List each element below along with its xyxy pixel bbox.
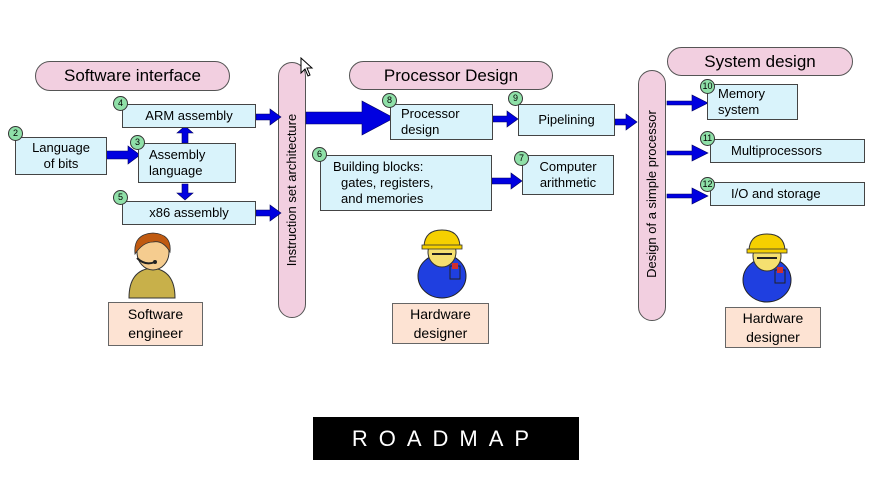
node-11-line-1: Multiprocessors xyxy=(731,143,823,158)
node-2-line-1: Language xyxy=(32,140,90,155)
node-6-line-1: Building blocks: xyxy=(333,159,424,174)
hardware-designer-icon-1 xyxy=(417,229,467,299)
mouse-cursor-icon xyxy=(300,57,314,77)
node-3-line-2: language xyxy=(149,163,203,178)
badge-8: 8 xyxy=(382,93,397,108)
node-7-line-2: arithmetic xyxy=(539,175,597,190)
node-pipelining: Pipelining xyxy=(518,104,615,136)
node-arm-assembly: ARM assembly xyxy=(122,104,256,128)
badge-7: 7 xyxy=(514,151,529,166)
node-io-storage: I/O and storage xyxy=(710,182,865,206)
node-building-blocks: Building blocks: gates, registers, and m… xyxy=(320,155,492,211)
software-role-line-2: engineer xyxy=(128,325,183,341)
arrow-8-to-9 xyxy=(492,110,519,128)
hardware1-role-line-1: Hardware xyxy=(410,305,471,322)
node-5-line-1: x86 assembly xyxy=(149,205,229,220)
badge-2: 2 xyxy=(8,126,23,141)
node-multiprocessors: Multiprocessors xyxy=(710,139,865,163)
arrow-sp-to-11 xyxy=(666,144,709,162)
node-10-line-1: Memory xyxy=(718,86,765,101)
software-interface-header: Software interface xyxy=(35,61,230,91)
hardware-designer-label-2: Hardware designer xyxy=(725,307,821,348)
processor-design-header: Processor Design xyxy=(349,61,553,90)
arrow-2-to-3 xyxy=(105,145,141,165)
arrow-5-to-isa xyxy=(255,204,282,222)
software-engineer-icon xyxy=(128,232,176,299)
hardware-designer-icon-2 xyxy=(742,233,792,303)
arrow-3-to-4 xyxy=(176,125,194,144)
badge-4: 4 xyxy=(113,96,128,111)
badge-10: 10 xyxy=(700,79,715,94)
software-role-line-1: Software xyxy=(127,306,184,322)
node-7-line-1: Computer xyxy=(539,159,597,174)
node-x86-assembly: x86 assembly xyxy=(122,201,256,225)
node-6-line-2: gates, registers, xyxy=(341,175,434,190)
arrow-9-to-sp xyxy=(614,113,638,131)
arrow-isa-to-8 xyxy=(305,100,395,136)
node-9-line-1: Pipelining xyxy=(538,112,595,127)
node-3-line-1: Assembly xyxy=(149,147,206,162)
software-engineer-label: Software engineer xyxy=(108,302,203,346)
node-8-line-2: design xyxy=(401,122,440,137)
isa-pill xyxy=(278,62,306,318)
node-2-line-2: of bits xyxy=(43,156,79,171)
node-6-line-3: and memories xyxy=(341,191,424,206)
node-12-line-1: I/O and storage xyxy=(731,186,821,201)
roadmap-banner: ROADMAP xyxy=(313,417,579,460)
arrow-sp-to-12 xyxy=(666,187,709,205)
badge-12: 12 xyxy=(700,177,715,192)
badge-6: 6 xyxy=(312,147,327,162)
hardware2-role-line-2: designer xyxy=(746,328,800,345)
node-10-line-2: system xyxy=(718,102,760,117)
arrow-6-to-7 xyxy=(491,172,523,190)
system-design-header: System design xyxy=(667,47,853,76)
simple-processor-pill xyxy=(638,70,666,321)
arrow-sp-to-10 xyxy=(666,94,709,112)
badge-3: 3 xyxy=(130,135,145,150)
hardware-designer-label-1: Hardware designer xyxy=(392,303,489,344)
hardware2-role-line-1: Hardware xyxy=(742,309,804,326)
node-4-line-1: ARM assembly xyxy=(145,108,233,123)
badge-11: 11 xyxy=(700,131,715,146)
hardware1-role-line-2: designer xyxy=(413,324,468,341)
arrow-3-to-5 xyxy=(176,183,194,201)
arrow-4-to-isa xyxy=(255,108,282,126)
badge-9: 9 xyxy=(508,91,523,106)
badge-5: 5 xyxy=(113,190,128,205)
node-8-line-1: Processor xyxy=(401,106,460,121)
